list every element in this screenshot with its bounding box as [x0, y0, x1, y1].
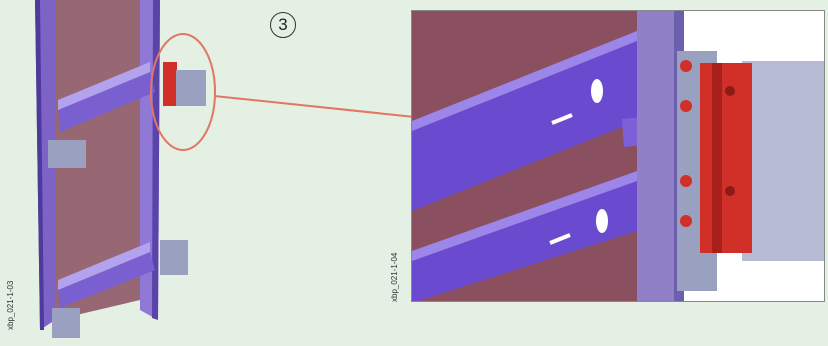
detail-upper-rail: [412, 41, 637, 211]
detail-drawing: [412, 11, 824, 301]
overview-image-code: xbp_021-1-03: [6, 280, 15, 330]
detail-zoom-frame: [411, 10, 825, 302]
detail-lower-rail: [412, 181, 637, 301]
detail-image-code: xbp_021-1-04: [390, 252, 399, 302]
red-mounting-bracket: [163, 62, 177, 106]
upper-cross-rail: [58, 72, 155, 132]
right-bracket-lower: [160, 240, 188, 275]
left-bracket: [48, 140, 86, 168]
lower-cross-rail: [58, 252, 155, 308]
detail-red-bracket: [700, 63, 752, 253]
callout-ellipse: [150, 33, 216, 151]
step-number-badge: 3: [270, 12, 296, 38]
